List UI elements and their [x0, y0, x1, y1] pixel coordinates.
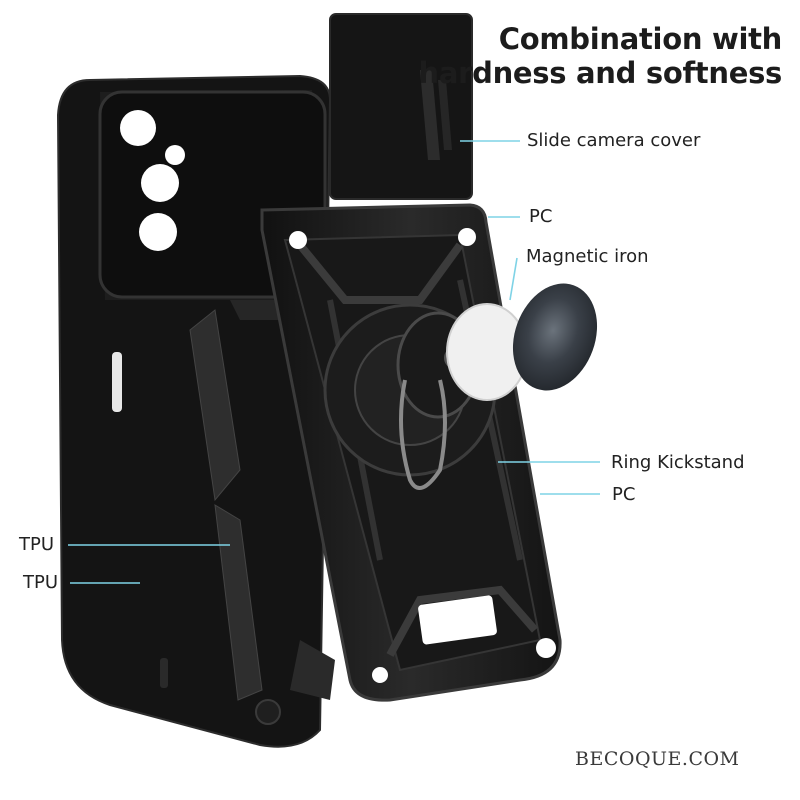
camera-hole-1	[120, 110, 156, 146]
tpu-case-shell	[56, 74, 335, 748]
label-tpu-upper: TPU	[19, 534, 55, 555]
label-pc-top: PC	[529, 206, 553, 227]
label-magnetic-iron: Magnetic iron	[526, 246, 649, 267]
camera-hole-4	[139, 213, 177, 251]
camera-hole-2	[165, 145, 185, 165]
label-slide-camera-cover: Slide camera cover	[527, 130, 701, 151]
label-tpu-lower: TPU	[23, 572, 59, 593]
watermark: BECOQUE.COM	[575, 748, 740, 770]
leader-lines	[68, 140, 600, 584]
label-ring-kickstand: Ring Kickstand	[611, 452, 745, 473]
metal-disc	[512, 283, 598, 391]
camera-hole-3	[141, 164, 179, 202]
slide-camera-cover	[329, 13, 473, 200]
headline-line-1: Combination with	[498, 22, 783, 56]
label-pc-bottom: PC	[612, 484, 636, 505]
headline: Combination with hardness and softness	[418, 22, 783, 90]
headline-line-2: hardness and softness	[418, 56, 783, 90]
